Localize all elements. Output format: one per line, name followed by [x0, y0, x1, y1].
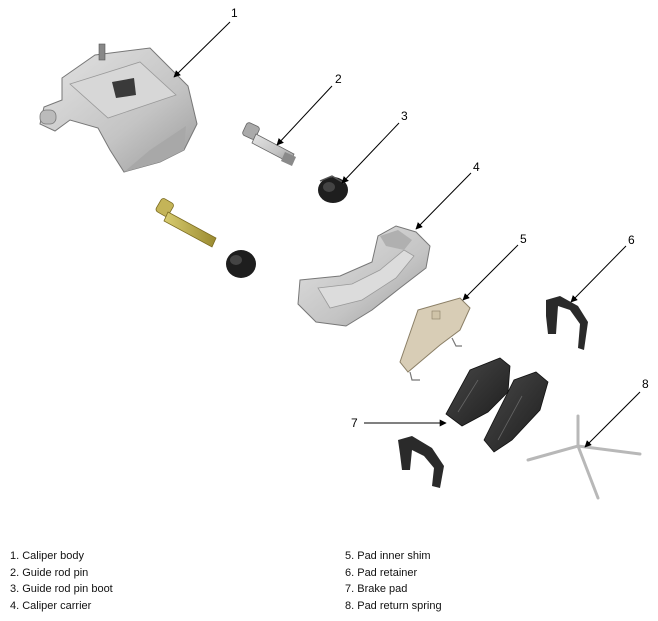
- pad-retainer-part: [546, 296, 588, 350]
- legend-item-guide-rod-pin: 2. Guide rod pin: [10, 566, 89, 579]
- legend-item-guide-rod-pin-boot: 3. Guide rod pin boot: [10, 583, 113, 595]
- legend-item-pad-return-spring: 8. Pad return spring: [345, 599, 442, 612]
- pad-retainer-lower-part: [398, 436, 444, 488]
- leader-2: [276, 85, 333, 146]
- legend-item-brake-pad: 7. Brake pad: [345, 583, 408, 595]
- brake-pad-part: [445, 357, 549, 453]
- legend-item-caliper-carrier: 4. Caliper carrier: [10, 599, 92, 612]
- callout-2: 2: [335, 72, 342, 86]
- leader-8: [584, 391, 641, 448]
- leader-5: [462, 244, 519, 301]
- caliper-body-part: [39, 43, 198, 173]
- callout-7: 7: [351, 416, 358, 430]
- legend-item-caliper-body: 1. Caliper body: [10, 550, 84, 562]
- pad-return-spring-part: [526, 414, 642, 500]
- guide-pin-lower-part: [155, 198, 217, 248]
- callout-8: 8: [642, 377, 649, 391]
- exploded-diagram: 1 2 3 4 5 6 7 8: [39, 6, 649, 500]
- guide-rod-pin-boot-part: [318, 175, 348, 203]
- legend-left: 1. Caliper body 2. Guide rod pin 3. Guid…: [10, 548, 113, 614]
- leader-4: [415, 172, 472, 230]
- caliper-carrier-part: [297, 225, 431, 327]
- callout-3: 3: [401, 109, 408, 123]
- leader-6: [570, 245, 627, 303]
- callout-6: 6: [628, 233, 635, 247]
- callout-5: 5: [520, 232, 527, 246]
- leader-1: [173, 21, 231, 78]
- callout-4: 4: [473, 160, 480, 174]
- legend-item-pad-retainer: 6. Pad retainer: [345, 566, 418, 579]
- guide-rod-pin-part: [242, 122, 296, 166]
- leader-3: [341, 122, 400, 184]
- callout-1: 1: [231, 6, 238, 20]
- callout-leaders: [173, 21, 641, 448]
- guide-rod-pin-boot-lower-part: [226, 250, 256, 278]
- legend-right: 5. Pad inner shim 6. Pad retainer 7. Bra…: [345, 548, 442, 614]
- pad-inner-shim-part: [399, 297, 471, 381]
- legend-item-pad-inner-shim: 5. Pad inner shim: [345, 550, 431, 562]
